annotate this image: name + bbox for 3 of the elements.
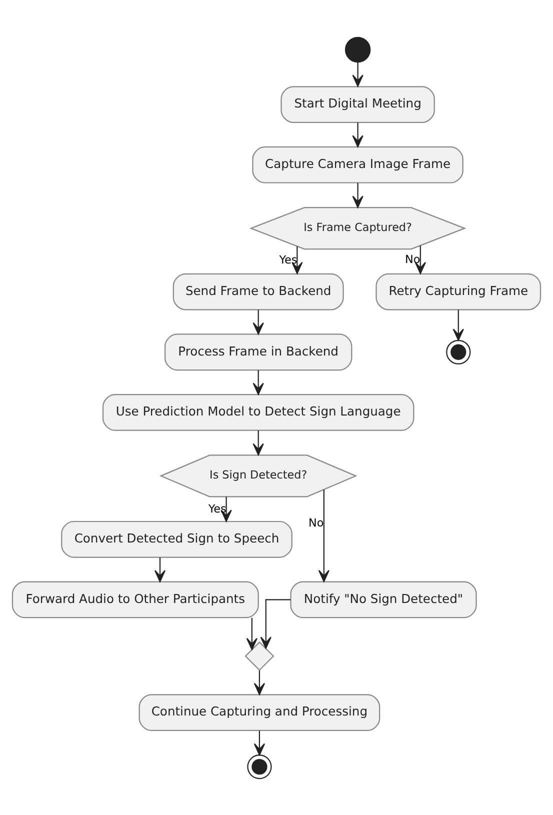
edge-label: No	[308, 516, 324, 530]
edge-label: No	[404, 252, 420, 266]
edge-label: Yes	[208, 502, 226, 515]
